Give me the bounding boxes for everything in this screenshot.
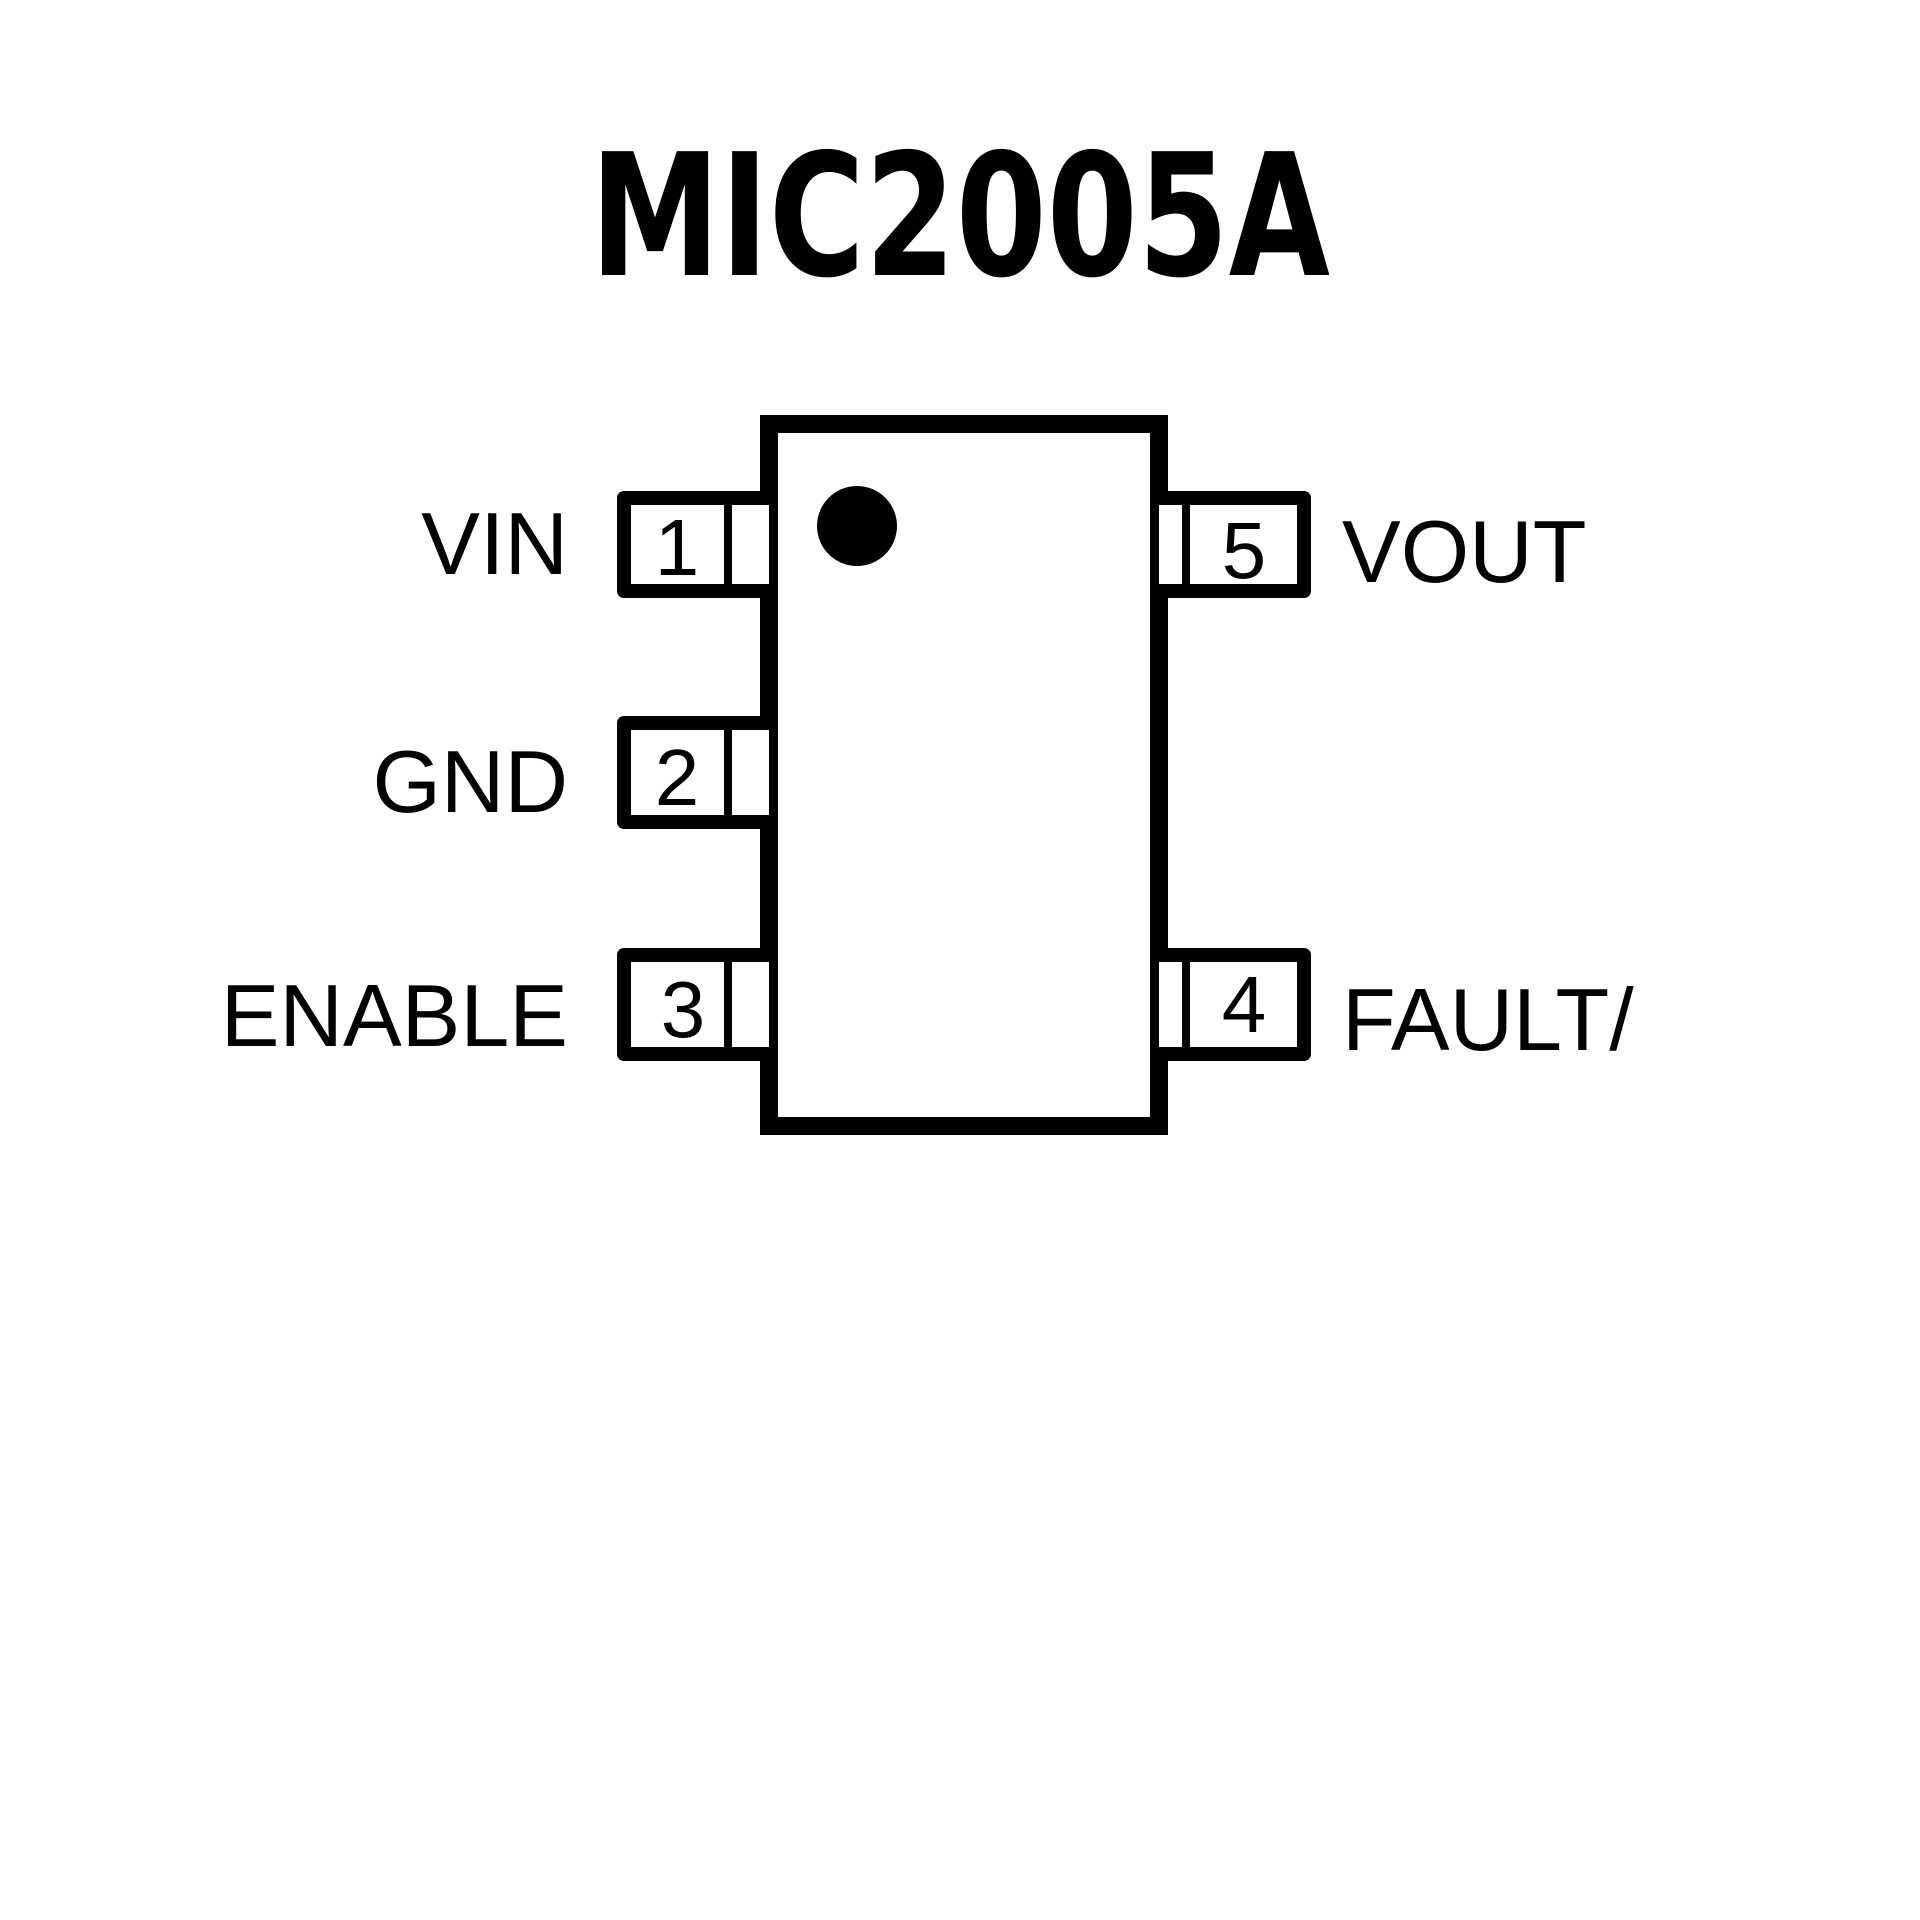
pin-3-number: 3 (661, 965, 706, 1054)
pin-3-outline (617, 948, 769, 1061)
chip-title: MIC2005A (590, 118, 1330, 316)
pin-5: 5 VOUT (1159, 491, 1586, 601)
pin-2-label: GND (372, 732, 568, 831)
pin-3: 3 ENABLE (221, 948, 769, 1065)
pin-5-number: 5 (1222, 506, 1267, 595)
pin-2: 2 GND (372, 716, 769, 831)
pin-5-label: VOUT (1342, 502, 1586, 601)
pin-4: 4 FAULT/ (1159, 948, 1634, 1069)
pin-1-label: VIN (421, 494, 568, 593)
pin-2-outline (617, 716, 769, 829)
pin-5-outline (1159, 491, 1311, 598)
pin-4-number: 4 (1222, 960, 1267, 1049)
pin-4-label: FAULT/ (1342, 970, 1634, 1069)
pin-1-number: 1 (655, 503, 700, 592)
pin1-indicator-dot (817, 486, 897, 566)
pin-1: 1 VIN (421, 491, 769, 598)
pin-4-outline (1159, 948, 1311, 1061)
pin-1-outline (617, 491, 769, 598)
pin-2-number: 2 (655, 733, 700, 822)
pin-3-label: ENABLE (221, 966, 568, 1065)
